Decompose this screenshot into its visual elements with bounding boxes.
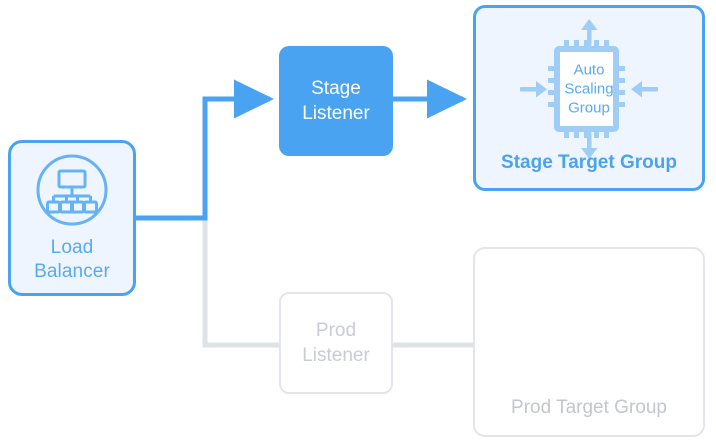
load-balancer-hierarchy-icon xyxy=(34,152,110,228)
load-balancer-label-line1: Load xyxy=(50,237,94,258)
edge-load-balancer-to-prod-listener xyxy=(136,215,279,348)
edge-load-balancer-to-stage-listener xyxy=(136,79,275,221)
node-load-balancer[interactable]: Load Balancer xyxy=(8,140,136,296)
node-prod-listener[interactable]: Prod Listener xyxy=(279,292,393,394)
node-stage-listener[interactable]: Stage Listener xyxy=(279,46,393,156)
scale-arrow-left xyxy=(520,81,547,98)
node-stage-target-group[interactable]: Auto Scaling Group Stage Target Group xyxy=(473,5,705,191)
stage-target-group-label: Stage Target Group xyxy=(501,152,677,173)
stage-listener-label-line1: Stage xyxy=(311,78,361,99)
stage-listener-label: Stage Listener xyxy=(302,76,370,126)
load-balancer-label-line2: Balancer xyxy=(34,261,110,282)
prod-listener-label-line1: Prod xyxy=(315,320,357,341)
prod-listener-label-line2: Listener xyxy=(302,345,370,366)
auto-scaling-group-graphic: Auto Scaling Group xyxy=(514,18,664,160)
scale-arrow-right xyxy=(631,81,658,98)
cpu-chip-autoscaling-icon xyxy=(514,18,664,160)
load-balancer-label: Load Balancer xyxy=(34,236,110,284)
node-prod-target-group[interactable]: Prod Target Group xyxy=(473,247,705,437)
stage-listener-label-line2: Listener xyxy=(302,103,370,124)
prod-listener-label: Prod Listener xyxy=(302,318,370,368)
prod-target-group-label: Prod Target Group xyxy=(511,397,667,418)
